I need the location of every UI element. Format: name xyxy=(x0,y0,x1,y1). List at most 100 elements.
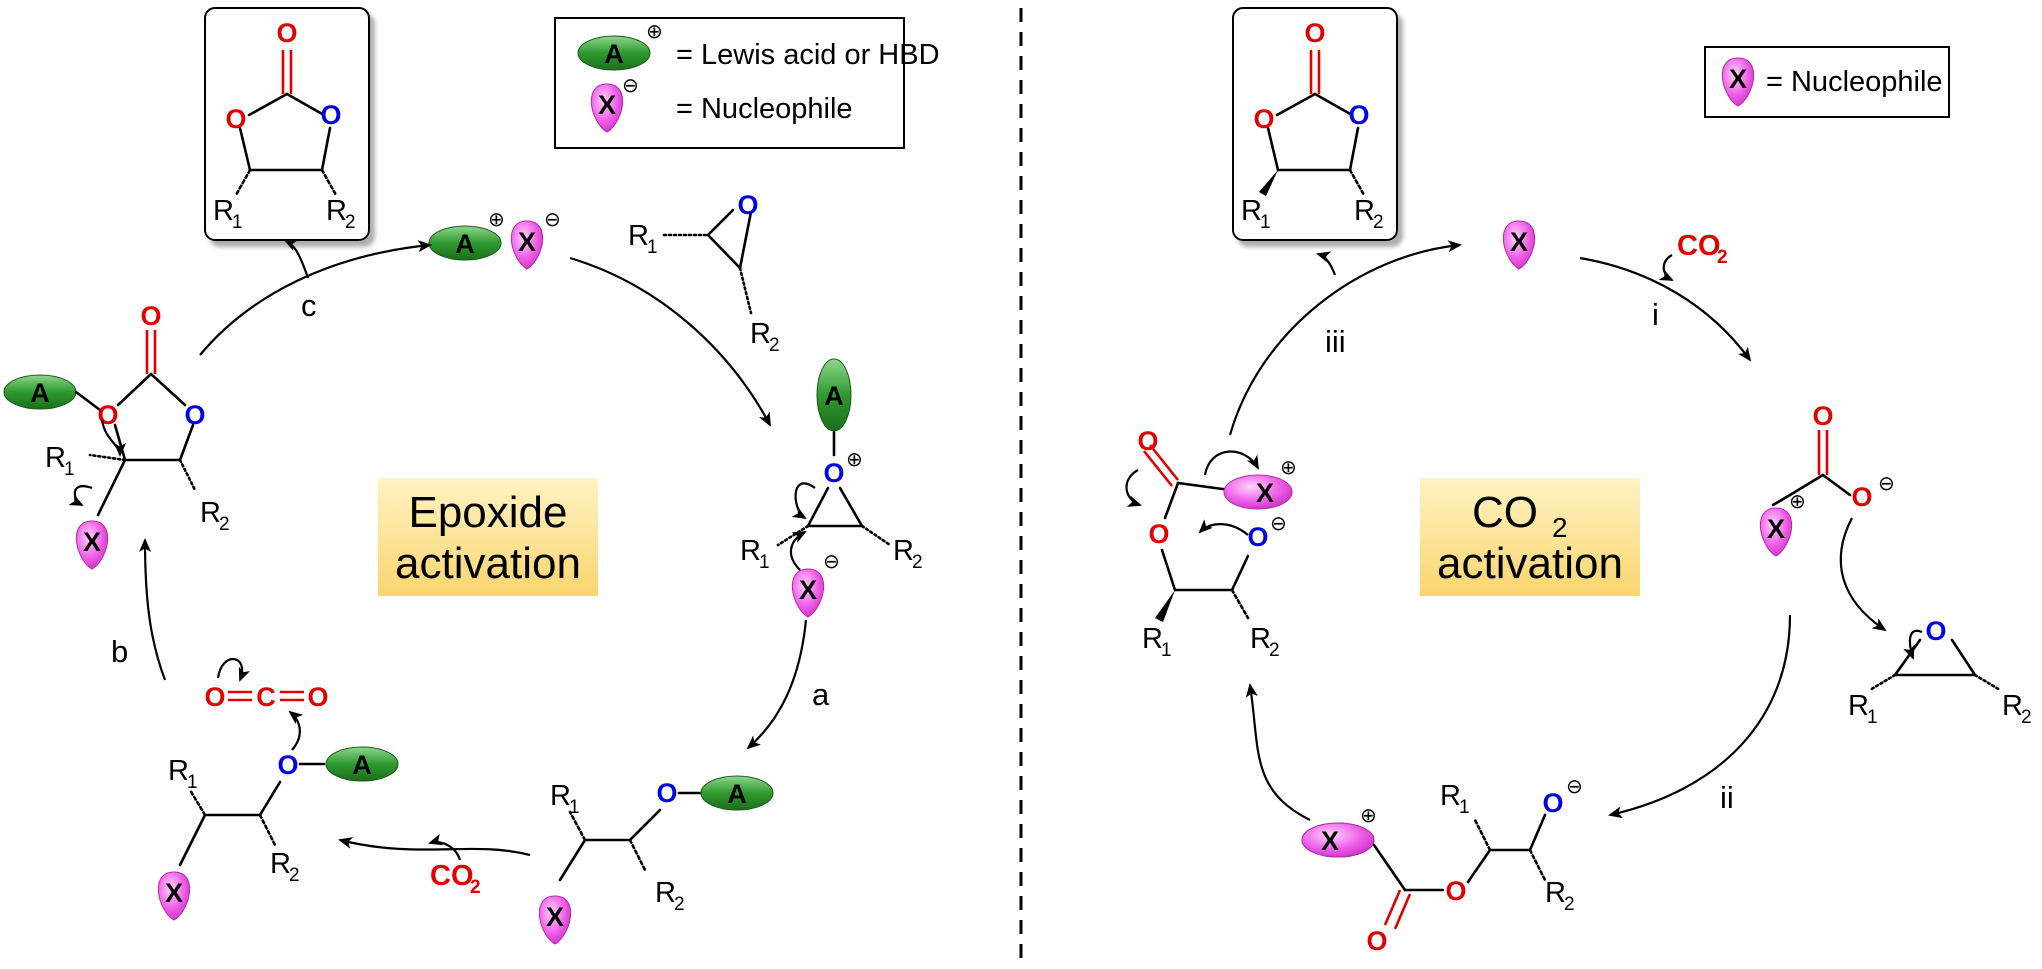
ring-closing-intermediate: O X ⊕ O O ⊖ R 1 R 2 xyxy=(1125,426,1297,661)
svg-text:A: A xyxy=(824,381,844,411)
svg-text:R: R xyxy=(1250,623,1271,655)
svg-text:1: 1 xyxy=(187,772,198,793)
svg-text:O: O xyxy=(1445,876,1466,906)
svg-text:X: X xyxy=(518,227,536,257)
svg-text:O: O xyxy=(1542,788,1563,818)
left-cycle-arrows: a b c xyxy=(111,239,830,857)
svg-text:O: O xyxy=(140,301,161,331)
svg-text:O: O xyxy=(1366,926,1387,956)
svg-text:⊕: ⊕ xyxy=(1360,805,1377,827)
svg-text:O: O xyxy=(1348,100,1369,130)
banner-right-sub: 2 xyxy=(1552,512,1568,543)
svg-text:O: O xyxy=(1137,426,1158,456)
svg-text:R: R xyxy=(1142,623,1163,655)
banner-left-line1: Epoxide xyxy=(408,488,567,537)
svg-text:1: 1 xyxy=(64,459,75,480)
svg-text:X: X xyxy=(1256,478,1274,508)
svg-text:X: X xyxy=(799,575,817,605)
banner-right-line2: activation xyxy=(1437,539,1623,588)
svg-text:O: O xyxy=(1304,18,1325,48)
svg-text:A: A xyxy=(30,378,50,408)
svg-text:R: R xyxy=(270,848,291,880)
legend-nu-symbol: X xyxy=(598,90,616,120)
svg-text:2: 2 xyxy=(1269,640,1280,661)
svg-text:O: O xyxy=(737,190,758,220)
svg-text:⊕: ⊕ xyxy=(488,209,505,231)
svg-text:2: 2 xyxy=(470,877,481,898)
step-i: i xyxy=(1652,297,1659,332)
right-cycle-arrows: i ii iii xyxy=(1228,240,1792,821)
svg-text:X: X xyxy=(1767,514,1785,544)
svg-text:⊖: ⊖ xyxy=(1566,776,1583,798)
svg-text:O: O xyxy=(276,18,297,48)
svg-text:⊕: ⊕ xyxy=(846,449,863,471)
co2-activation-banner: CO 2 activation xyxy=(1420,478,1640,596)
svg-text:1: 1 xyxy=(1161,640,1172,661)
svg-text:1: 1 xyxy=(1867,707,1878,728)
svg-text:R: R xyxy=(200,497,221,529)
svg-text:2: 2 xyxy=(1373,212,1384,233)
svg-text:O: O xyxy=(320,100,341,130)
svg-text:2: 2 xyxy=(674,894,685,915)
svg-text:O: O xyxy=(1253,104,1274,134)
svg-text:R: R xyxy=(750,318,771,350)
banner-right-main: CO xyxy=(1472,488,1538,537)
legend-nu-charge: ⊖ xyxy=(622,75,639,97)
step-a: a xyxy=(812,677,830,712)
svg-text:C: C xyxy=(256,682,276,712)
epoxide-right: O R 1 R 2 xyxy=(1848,616,2032,728)
svg-text:2: 2 xyxy=(2021,707,2032,728)
open-chain-intermediate: X ⊕ O O R 1 O ⊖ R 2 xyxy=(1301,776,1583,956)
svg-text:O: O xyxy=(1925,616,1946,646)
svg-text:1: 1 xyxy=(647,237,658,258)
svg-text:R: R xyxy=(1848,690,1869,722)
svg-text:R: R xyxy=(893,535,914,567)
svg-text:X: X xyxy=(546,902,564,932)
svg-text:R: R xyxy=(1354,195,1375,227)
epoxide-activation-banner: Epoxide activation xyxy=(378,478,598,596)
epoxide-left: O R 1 R 2 xyxy=(628,190,780,356)
svg-text:O: O xyxy=(184,400,205,430)
svg-text:O: O xyxy=(204,682,225,712)
svg-text:R: R xyxy=(45,442,66,474)
svg-text:R: R xyxy=(1440,780,1461,812)
svg-text:O: O xyxy=(277,750,298,780)
svg-text:⊕: ⊕ xyxy=(1280,457,1297,479)
svg-text:⊕: ⊕ xyxy=(1789,491,1806,513)
svg-text:O: O xyxy=(1247,522,1268,552)
svg-text:A: A xyxy=(727,779,747,809)
co2-reagent-top: CO 2 xyxy=(1658,230,1728,281)
svg-text:X: X xyxy=(1510,227,1528,257)
svg-text:R: R xyxy=(2002,690,2023,722)
legend-acid-text: = Lewis acid or HBD xyxy=(676,39,940,71)
svg-text:CO: CO xyxy=(1677,230,1721,262)
banner-left-line2: activation xyxy=(395,539,581,588)
svg-text:A: A xyxy=(455,229,475,259)
svg-text:O: O xyxy=(97,400,118,430)
svg-text:X: X xyxy=(1321,826,1339,856)
svg-text:R: R xyxy=(326,195,347,227)
svg-text:X: X xyxy=(165,878,183,908)
co2-reagent-bottom: CO 2 xyxy=(428,833,481,898)
svg-text:1: 1 xyxy=(1459,797,1470,818)
svg-text:CO: CO xyxy=(430,860,474,892)
legend-right: X = Nucleophile xyxy=(1704,46,1950,118)
left-product-box: O O O R 1 R 2 xyxy=(204,7,370,241)
svg-text:⊖: ⊖ xyxy=(1270,513,1287,535)
svg-text:1: 1 xyxy=(759,552,770,573)
svg-text:2: 2 xyxy=(1717,247,1728,268)
svg-text:1: 1 xyxy=(232,212,243,233)
svg-text:O: O xyxy=(307,682,328,712)
carbonate-intermediate-left: A O O O R 1 R 2 X xyxy=(3,301,230,570)
svg-text:R: R xyxy=(1241,195,1262,227)
legend-acid-symbol: A xyxy=(604,39,624,69)
svg-text:1: 1 xyxy=(1260,212,1271,233)
svg-text:2: 2 xyxy=(289,865,300,886)
catalyst-pair-top: A ⊕ X ⊖ xyxy=(428,209,561,270)
svg-text:R: R xyxy=(1545,877,1566,909)
step-b: b xyxy=(111,634,128,669)
alkoxide-intermediate: O A R 1 R 2 X xyxy=(538,775,774,945)
svg-text:⊖: ⊖ xyxy=(544,209,561,231)
